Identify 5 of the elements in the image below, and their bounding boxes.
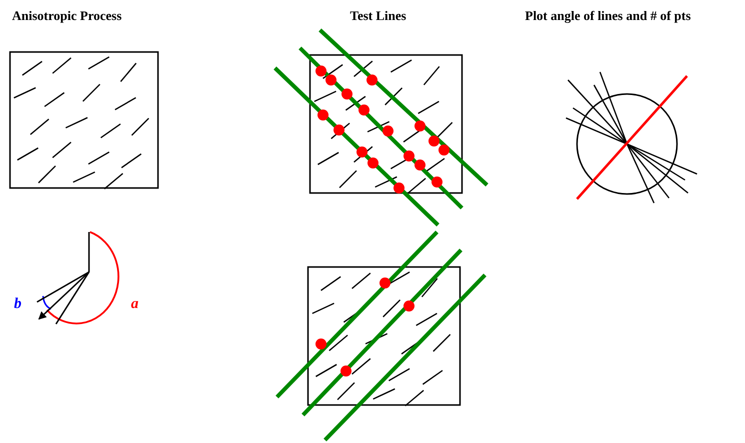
heading: Test Lines: [350, 8, 406, 24]
angle-label: b: [14, 296, 22, 313]
heading: Anisotropic Process: [12, 8, 122, 24]
angle-label: a: [131, 296, 138, 313]
heading: Plot angle of lines and # of pts: [525, 8, 691, 24]
